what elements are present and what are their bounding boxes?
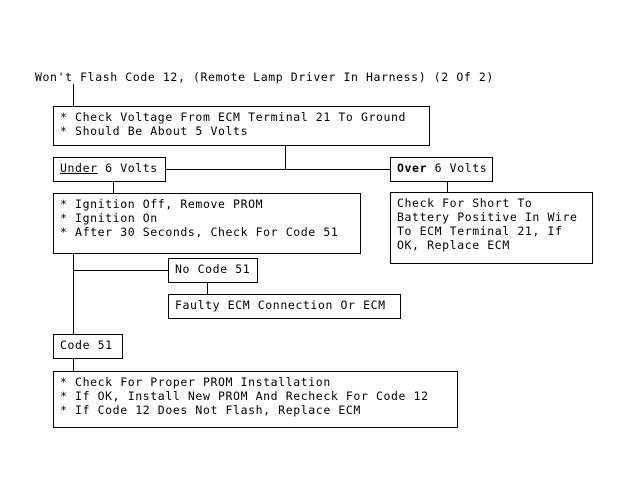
code-51-box[interactable]: Code 51 (53, 334, 123, 359)
under-rest-label: 6 Volts (97, 161, 158, 175)
connector-no-code-51-to-faulty-ecm (207, 283, 208, 294)
connector-under-to-ignition (113, 182, 114, 193)
check-voltage-box[interactable]: * Check Voltage From ECM Terminal 21 To … (53, 106, 430, 146)
over-emphasis-label: Over (397, 161, 428, 175)
under-emphasis-label: Under (60, 161, 98, 175)
connector-voltage-split-bar (166, 169, 390, 170)
no-code-51-box[interactable]: No Code 51 (168, 258, 258, 283)
connector-ignition-left-trunk (73, 254, 74, 345)
check-short-box[interactable]: Check For Short To Battery Positive In W… (390, 192, 593, 264)
faulty-ecm-box[interactable]: Faulty ECM Connection Or ECM (168, 294, 401, 319)
connector-title-to-check-voltage (73, 84, 74, 106)
under-6-volts-box[interactable]: Under 6 Volts (53, 157, 166, 182)
ignition-steps-box[interactable]: * Ignition Off, Remove PROM * Ignition O… (53, 193, 361, 254)
connector-code-51-to-prom-install (73, 359, 74, 371)
prom-install-box[interactable]: * Check For Proper PROM Installation * I… (53, 371, 458, 428)
over-6-volts-box[interactable]: Over 6 Volts (390, 157, 493, 182)
page-title: Won't Flash Code 12, (Remote Lamp Driver… (33, 70, 496, 84)
connector-check-voltage-stem (285, 146, 286, 169)
connector-trunk-to-no-code-51 (73, 270, 168, 271)
connector-over-to-check-short (447, 182, 448, 192)
over-rest-label: 6 Volts (427, 161, 488, 175)
